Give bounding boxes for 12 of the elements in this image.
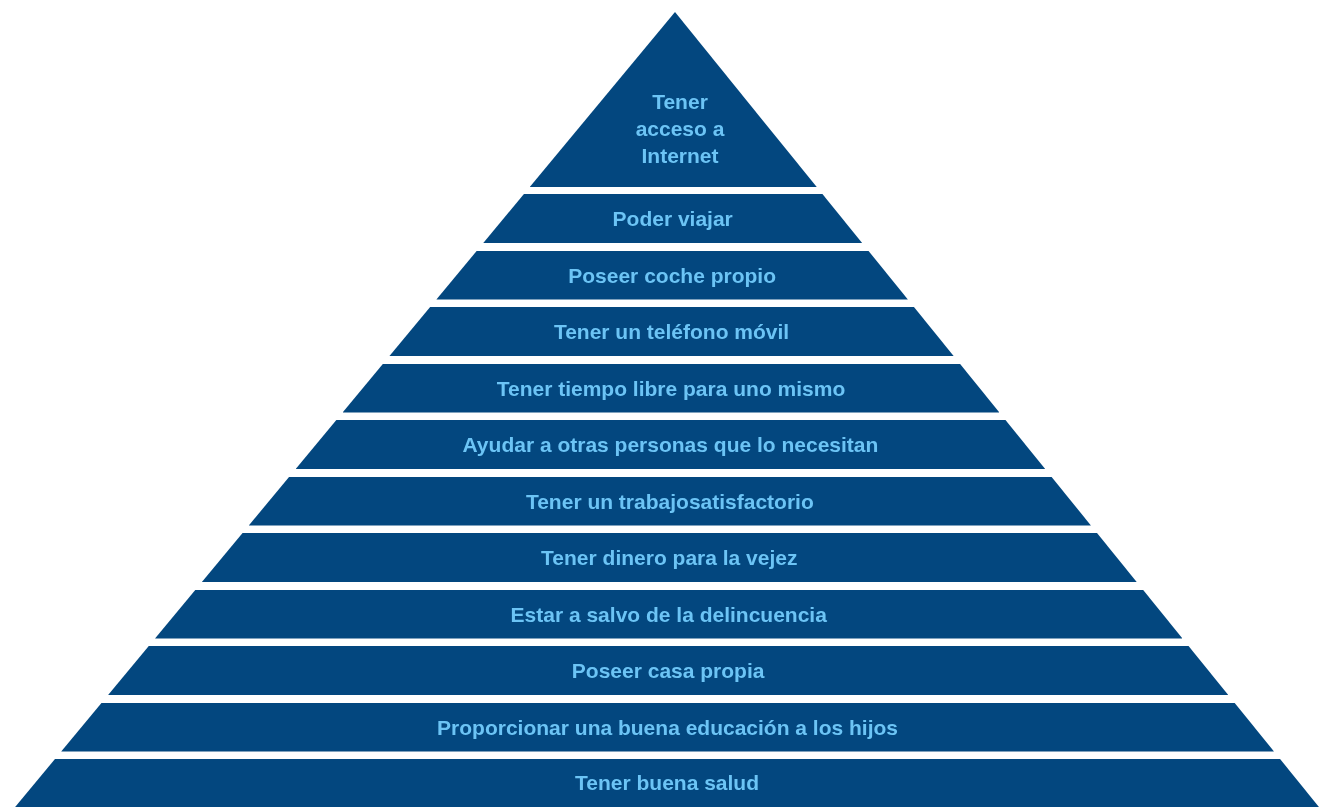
tier-label: Tener un trabajosatisfactorio bbox=[524, 488, 815, 515]
tier-label: Tener tiempo libre para uno mismo bbox=[495, 375, 847, 402]
tier-label: Tener buena salud bbox=[574, 770, 761, 796]
tier-label: Estar a salvo de la delincuencia bbox=[509, 601, 828, 628]
tier-label: Poder viajar bbox=[611, 206, 734, 232]
tier-label: Proporcionar una buena educación a los hijos bbox=[436, 714, 900, 741]
tier-label: Ayudar a otras personas que lo necesitan bbox=[461, 432, 880, 458]
tier-label: Tener acceso a Internet bbox=[634, 89, 726, 169]
tier-label: Poseer casa propia bbox=[570, 658, 766, 684]
tier-label: Tener un teléfono móvil bbox=[552, 319, 791, 345]
tier-label: Tener dinero para la vejez bbox=[540, 545, 799, 571]
tier-label: Poseer coche propio bbox=[567, 262, 777, 289]
